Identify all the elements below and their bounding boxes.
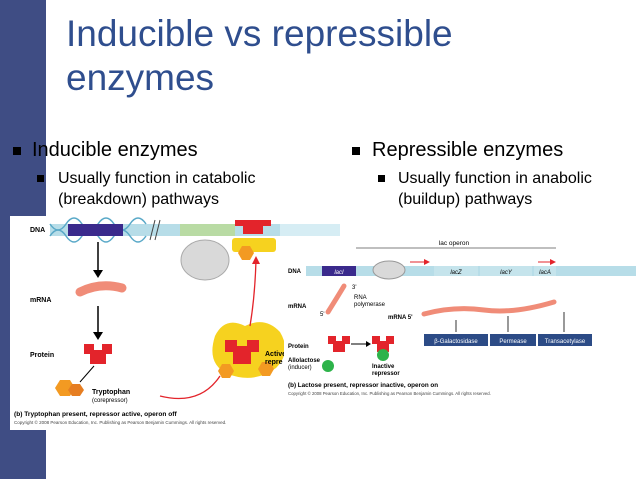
operator-region (180, 224, 235, 236)
active-repressor-label-1: Active (265, 351, 286, 358)
repressor-bound (235, 220, 271, 234)
arrow-head (550, 259, 556, 265)
corepressor-label: (corepressor) (92, 398, 128, 404)
arrow-head (424, 259, 430, 265)
tryptophan-molecule (218, 364, 234, 378)
inducible-description: Usually function in catabolic (breakdown… (58, 168, 255, 210)
trp-genes (280, 224, 340, 236)
b-galactosidase-label: β-Galactosidase (434, 339, 478, 345)
bullet-icon (352, 147, 360, 155)
protein-label: Protein (30, 352, 54, 359)
dna-label: DNA (30, 227, 45, 234)
b-galactosidase-box (424, 334, 488, 346)
lacy-label: lacY (500, 270, 513, 276)
arrow-head (252, 256, 260, 264)
figure-caption: (b) Tryptophan present, repressor active… (14, 411, 177, 418)
slide-title-line-2: enzymes (66, 57, 215, 98)
dna-label: DNA (288, 269, 302, 275)
laca-gene (534, 266, 556, 276)
sub-bullet-icon (378, 175, 385, 182)
protein-label: Protein (288, 344, 309, 350)
transacetylase-box (538, 334, 592, 346)
curved-arrow (249, 259, 257, 327)
inactive-repressor-label-1: Inactive (372, 364, 395, 370)
five-prime-label: 5' (320, 312, 324, 318)
polycistronic-mrna (421, 299, 557, 317)
mrna-strand (325, 283, 347, 315)
dna-break (149, 219, 161, 241)
arrow-head (93, 270, 103, 278)
figure-copyright: Copyright © 2008 Pearson Education, Inc.… (288, 391, 491, 396)
inducible-description-line-1: Usually function in catabolic (58, 170, 256, 187)
permease-label: Permease (499, 339, 527, 345)
permease-box (490, 334, 536, 346)
mrna-strand (75, 281, 127, 297)
bullet-icon (13, 147, 21, 155)
laci-gene (322, 266, 356, 276)
rna-polymerase-label-2: polymerase (354, 302, 386, 308)
inducible-description-line-2: (breakdown) pathways (58, 191, 219, 208)
arrow-head (93, 332, 103, 340)
active-repressor (225, 340, 259, 364)
repressible-description-line-2: (buildup) pathways (398, 191, 533, 208)
mrna5-label: mRNA 5' (388, 315, 413, 321)
inactive-repressor (372, 336, 394, 352)
allolactose-label-1: Allolactose (288, 358, 321, 364)
lac-operon-figure: lac operon DNA lacI lacZ lacY lacA mRNA … (284, 236, 638, 406)
figure-copyright: Copyright © 2008 Pearson Education, Inc.… (14, 419, 226, 425)
slide-title-line-1: Inducible vs repressible (66, 13, 453, 54)
repressor-protein (328, 336, 350, 352)
arrow (79, 365, 95, 383)
mrna-label: mRNA (30, 297, 51, 304)
inactive-repressor-label-2: repressor (372, 371, 400, 377)
lac-operon-label: lac operon (439, 240, 470, 247)
repressible-description-line-1: Usually function in anabolic (398, 170, 592, 187)
sub-bullet-icon (37, 175, 44, 182)
curved-arrow (159, 375, 221, 400)
rna-polymerase (372, 260, 406, 280)
figure-caption: (b) Lactose present, repressor inactive,… (288, 382, 438, 389)
allolactose-molecule (322, 360, 334, 372)
laci-label: lacI (334, 270, 344, 276)
three-prime-label: 3' (352, 285, 356, 291)
allolactose-label-2: (inducer) (288, 365, 312, 371)
active-repressor-label-2: repre (265, 359, 283, 366)
repressor-protein (84, 344, 112, 364)
tryptophan-molecule (238, 246, 254, 260)
tryptophan-molecule (68, 384, 84, 396)
lacz-label: lacZ (450, 270, 462, 276)
repressor-complex (232, 238, 276, 252)
arrow-head (366, 341, 371, 347)
lacz-gene (434, 266, 478, 276)
inducible-heading: Inducible enzymes (32, 139, 198, 161)
lacy-gene (480, 266, 532, 276)
trpr-gene (68, 224, 123, 236)
repressible-heading: Repressible enzymes (372, 139, 564, 161)
tryptophan-molecule (258, 362, 274, 376)
transacetylase-label: Transacetylase (545, 339, 586, 345)
repressible-description: Usually function in anabolic (buildup) p… (398, 168, 592, 210)
tryptophan-label: Tryptophan (92, 389, 130, 396)
rna-polymerase (180, 239, 230, 281)
rna-polymerase-label-1: RNA (354, 295, 367, 301)
slide-title: Inducible vs repressible enzymes (66, 12, 626, 100)
allolactose-molecule (377, 349, 389, 361)
mrna-label: mRNA (288, 304, 307, 310)
laca-label: lacA (539, 270, 551, 276)
